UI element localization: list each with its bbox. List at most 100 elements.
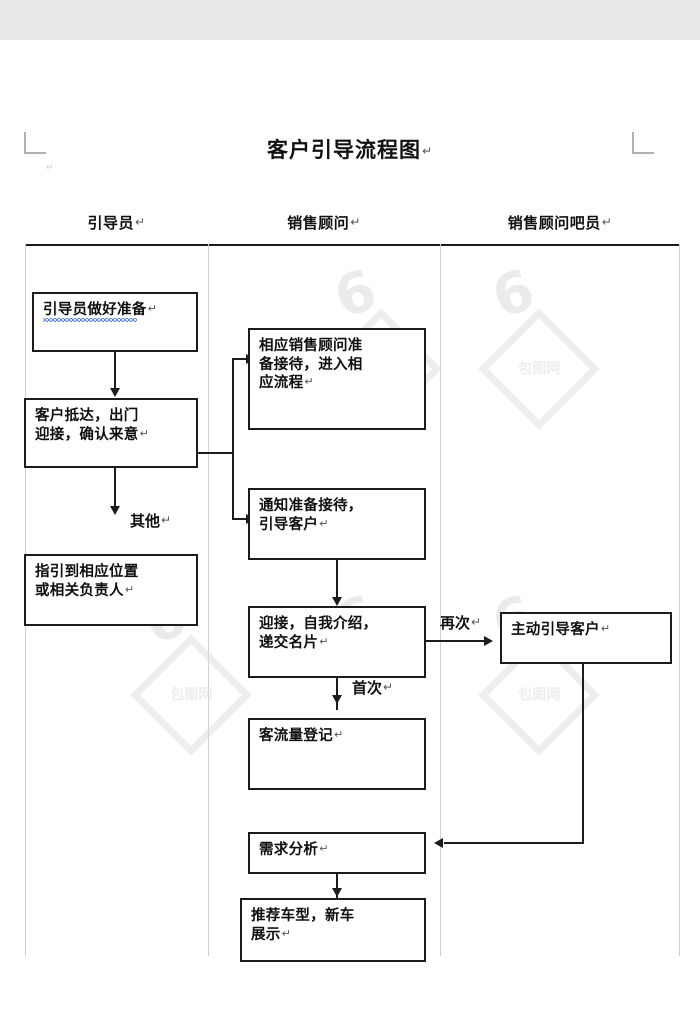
connector-notify-to-greet bbox=[336, 560, 338, 600]
node-greet-line-1: 迎接，自我介绍， bbox=[259, 616, 378, 632]
arrowhead-down-greet-register bbox=[332, 695, 342, 704]
lane-header-sales-bar: 销售顾问吧员↵ bbox=[440, 212, 680, 233]
arrowhead-right-active-guide bbox=[484, 636, 493, 646]
swimlane-divider-1 bbox=[208, 244, 209, 956]
node-guide-to-location[interactable]: 指引到相应位置 或相关负责人↵ bbox=[24, 554, 198, 626]
node-arrive-line-2: 迎接，确认来意 bbox=[35, 426, 139, 443]
node-guide-to-line-2: 或相关负责人 bbox=[35, 582, 124, 599]
swimlane-top-rule bbox=[25, 244, 680, 246]
node-recommend-model[interactable]: 推荐车型，新车 展示↵ bbox=[240, 898, 426, 962]
margin-corner-mark-top-left bbox=[24, 132, 46, 154]
node-sales-ready-line-2: 备接待，进入相 bbox=[259, 356, 363, 373]
paragraph-mark-icon: ↵ bbox=[134, 215, 146, 229]
paragraph-mark-icon: ↵ bbox=[421, 144, 434, 158]
arrowhead-down-demand-recommend bbox=[332, 888, 342, 897]
node-register-traffic[interactable]: 客流量登记↵ bbox=[248, 718, 426, 790]
node-arrive-line-1: 客户抵达，出门 bbox=[35, 408, 139, 424]
page-title: 客户引导流程图↵ bbox=[0, 134, 700, 164]
connector-arrive-to-guideto bbox=[114, 468, 116, 508]
node-arrive-line-2-wrap: 迎接，确认来意↵ bbox=[35, 426, 188, 445]
node-register-line-1-wrap: 客流量登记↵ bbox=[259, 727, 416, 746]
lane-header-label: 销售顾问吧员 bbox=[507, 214, 601, 232]
swimlane-divider-right bbox=[679, 244, 680, 956]
page-title-text: 客户引导流程图 bbox=[266, 138, 421, 162]
viewer-top-bar bbox=[0, 0, 700, 40]
lane-header-sales: 销售顾问↵ bbox=[208, 212, 440, 233]
paragraph-mark-icon: ↵ bbox=[471, 615, 482, 629]
connector-greet-to-register bbox=[336, 678, 338, 710]
arrowhead-left-demand bbox=[434, 838, 443, 848]
node-prepare[interactable]: 引导员做好准备↵ bbox=[32, 292, 198, 352]
node-active-guide-line-1: 主动引导客户 bbox=[511, 622, 600, 638]
paragraph-mark-icon: ↵ bbox=[304, 375, 314, 389]
node-recommend-line-1: 推荐车型，新车 bbox=[251, 908, 355, 924]
node-greet-line-2-wrap: 递交名片↵ bbox=[259, 634, 416, 653]
watermark-badge-left: 包图网 bbox=[130, 634, 252, 756]
paragraph-mark-icon: ↵ bbox=[161, 513, 172, 527]
node-greet-introduce[interactable]: 迎接，自我介绍， 递交名片↵ bbox=[248, 606, 426, 678]
node-demand-analysis[interactable]: 需求分析↵ bbox=[248, 832, 426, 874]
node-guide-to-line-1: 指引到相应位置 bbox=[35, 564, 139, 580]
node-greet-line-2: 递交名片 bbox=[259, 634, 319, 651]
margin-corner-mark-top-right bbox=[632, 132, 654, 154]
node-notify-line-1: 通知准备接待， bbox=[259, 498, 363, 514]
node-prepare-line-1: 引导员做好准备 bbox=[43, 302, 147, 318]
node-guide-to-line-2-wrap: 或相关负责人↵ bbox=[35, 582, 188, 601]
lane-header-guide: 引导员↵ bbox=[25, 212, 208, 233]
paragraph-mark-icon: ↵ bbox=[147, 302, 158, 315]
arrowhead-down-prepare-arrive bbox=[110, 388, 120, 397]
connector-greet-to-active-guide bbox=[426, 640, 486, 642]
paragraph-mark-icon: ↵ bbox=[319, 516, 329, 530]
paragraph-mark-icon: ↵ bbox=[124, 582, 135, 596]
node-active-guide-customer[interactable]: 主动引导客户↵ bbox=[500, 612, 672, 664]
node-sales-ready-line-3-wrap: 应流程↵ bbox=[259, 374, 416, 393]
connector-arrive-branch-stem bbox=[198, 452, 234, 454]
node-arrive[interactable]: 客户抵达，出门 迎接，确认来意↵ bbox=[24, 398, 198, 468]
edge-label-other: 其他↵ bbox=[130, 510, 171, 531]
node-notify-line-2-wrap: 引导客户↵ bbox=[259, 516, 416, 535]
watermark-badge-text: 包图网 bbox=[518, 686, 560, 703]
node-sales-ready-line-1: 相应销售顾问准 bbox=[259, 338, 363, 354]
node-demand-line-1-wrap: 需求分析↵ bbox=[259, 841, 416, 860]
paragraph-mark-icon: ↵ bbox=[334, 728, 344, 741]
paragraph-mark-icon: ↵ bbox=[281, 926, 292, 940]
arrowhead-down-notify-greet bbox=[332, 597, 342, 606]
connector-demand-to-recommend bbox=[336, 874, 338, 900]
edge-label-again-text: 再次 bbox=[440, 614, 471, 632]
connector-prepare-to-arrive bbox=[114, 352, 116, 390]
node-sales-ready-line-3: 应流程 bbox=[259, 375, 304, 392]
edge-label-again: 再次↵ bbox=[440, 612, 481, 633]
lane-header-label: 引导员 bbox=[87, 214, 134, 232]
swimlane-divider-2 bbox=[440, 244, 441, 956]
watermark-badge-text: 包图网 bbox=[170, 686, 212, 703]
edge-label-first: 首次↵ bbox=[352, 677, 393, 698]
node-sales-ready[interactable]: 相应销售顾问准 备接待，进入相 应流程↵ bbox=[248, 328, 426, 430]
node-notify-line-2: 引导客户 bbox=[259, 516, 319, 533]
paragraph-mark-icon: ↵ bbox=[600, 622, 611, 635]
connector-branch-to-notify bbox=[232, 518, 248, 520]
arrowhead-down-arrive-guideto bbox=[110, 506, 120, 515]
paragraph-mark-icon: ↵ bbox=[601, 215, 613, 229]
watermark-digit-right: 6 bbox=[484, 257, 543, 332]
edge-label-first-text: 首次 bbox=[352, 679, 383, 697]
connector-active-guide-to-demand bbox=[444, 842, 584, 844]
node-active-guide-line-1-wrap: 主动引导客户↵ bbox=[511, 621, 662, 640]
node-recommend-line-2: 展示 bbox=[251, 926, 281, 943]
node-notify-receive[interactable]: 通知准备接待， 引导客户↵ bbox=[248, 488, 426, 560]
document-page: ↵ 6 包图网 6 包图网 6 包图网 6 包图网 6 客户引导流程图↵ 引导员… bbox=[0, 40, 700, 1030]
paragraph-mark-icon: ↵ bbox=[319, 634, 329, 648]
edge-label-other-text: 其他 bbox=[130, 512, 161, 530]
node-register-line-1: 客流量登记 bbox=[259, 728, 333, 744]
node-demand-line-1: 需求分析 bbox=[259, 842, 319, 858]
connector-arrive-branch-riser bbox=[232, 358, 234, 520]
watermark-badge-text: 包图网 bbox=[518, 360, 560, 377]
lane-header-label: 销售顾问 bbox=[287, 214, 350, 232]
paragraph-mark-icon: ↵ bbox=[139, 426, 150, 440]
paragraph-mark-icon: ↵ bbox=[319, 842, 329, 855]
watermark-digit-mid: 6 bbox=[326, 257, 385, 332]
watermark-badge-right: 包图网 bbox=[478, 308, 600, 430]
connector-active-guide-down bbox=[582, 664, 584, 844]
paragraph-mark-icon: ↵ bbox=[383, 680, 394, 694]
node-recommend-line-2-wrap: 展示↵ bbox=[251, 926, 416, 945]
